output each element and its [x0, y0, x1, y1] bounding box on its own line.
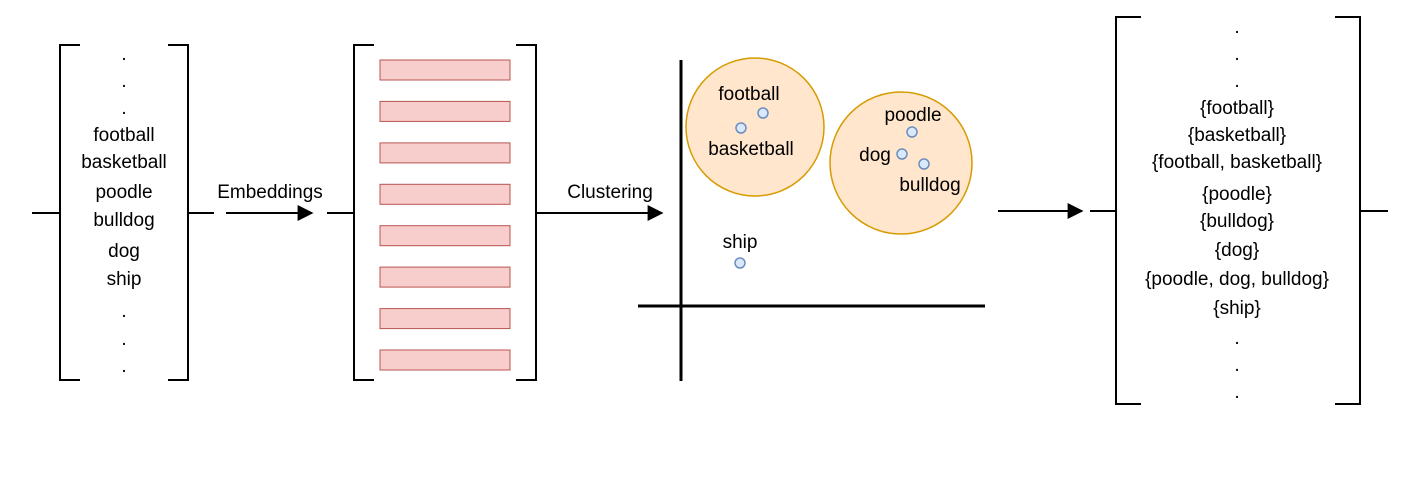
point-label-basketball: basketball: [708, 139, 794, 160]
point-basketball: [735, 122, 747, 134]
input-dot: .: [121, 301, 126, 322]
output-dot: .: [1234, 328, 1239, 349]
input-word: poodle: [95, 182, 152, 203]
input-dot: .: [121, 356, 126, 377]
embedding-vector-bar: [379, 308, 511, 330]
point-label-ship: ship: [723, 232, 758, 253]
embedding-vector-bar: [379, 142, 511, 164]
output-set: {football}: [1200, 98, 1274, 119]
embedding-bars: [379, 59, 511, 371]
embedding-vector-bar: [379, 225, 511, 247]
output-set: {football, basketball}: [1152, 152, 1322, 173]
embeddings-label: Embeddings: [217, 182, 323, 203]
dogs-cluster: [829, 91, 973, 235]
point-label-football: football: [718, 84, 779, 105]
embedding-vector-bar: [379, 266, 511, 288]
point-label-poodle: poodle: [884, 105, 941, 126]
output-list: . . . {football} {basketball} {football,…: [1090, 16, 1388, 405]
sports-cluster: [685, 57, 825, 197]
point-label-dog: dog: [859, 145, 891, 166]
embedding-vector-bar: [379, 349, 511, 371]
output-dot: .: [1234, 355, 1239, 376]
input-word: basketball: [81, 152, 167, 173]
input-dot: .: [121, 98, 126, 119]
output-set: {dog}: [1215, 240, 1259, 261]
input-dot: .: [121, 71, 126, 92]
input-list: . . . football basketball poodle bulldog…: [32, 44, 214, 381]
embedding-vector-bar: [379, 183, 511, 205]
clustering-arrow-group: Clustering: [562, 182, 664, 221]
output-set: {poodle, dog, bulldog}: [1145, 269, 1329, 290]
input-word: football: [93, 125, 154, 146]
point-bulldog: [918, 158, 930, 170]
input-left-bracket: [59, 44, 80, 381]
input-word: ship: [107, 269, 142, 290]
point-dog: [896, 148, 908, 160]
output-dot: .: [1234, 17, 1239, 38]
output-dot: .: [1234, 44, 1239, 65]
output-dot: .: [1234, 382, 1239, 403]
output-right-bracket: [1335, 16, 1361, 405]
input-right-bracket: [168, 44, 189, 381]
input-dot: .: [121, 329, 126, 350]
embeddings-arrow-group: Embeddings: [217, 182, 323, 221]
output-dot: .: [1234, 71, 1239, 92]
output-set: {poodle}: [1202, 184, 1272, 205]
point-label-bulldog: bulldog: [899, 175, 960, 196]
embedding-right-bracket: [516, 44, 537, 381]
embedding-matrix: [327, 44, 562, 381]
cluster-plot: football basketball poodle dog bulldog s…: [638, 57, 985, 381]
output-set: {bulldog}: [1200, 211, 1274, 232]
input-word: bulldog: [93, 210, 154, 231]
output-left-bracket: [1115, 16, 1141, 405]
input-dot: .: [121, 44, 126, 65]
point-football: [757, 107, 769, 119]
clustering-label: Clustering: [567, 182, 653, 203]
point-ship: [734, 257, 746, 269]
input-word: dog: [108, 241, 140, 262]
output-set: {ship}: [1213, 298, 1261, 319]
embedding-vector-bar: [379, 100, 511, 122]
embedding-vector-bar: [379, 59, 511, 81]
output-set: {basketball}: [1188, 125, 1286, 146]
point-poodle: [906, 126, 918, 138]
embedding-left-bracket: [353, 44, 374, 381]
